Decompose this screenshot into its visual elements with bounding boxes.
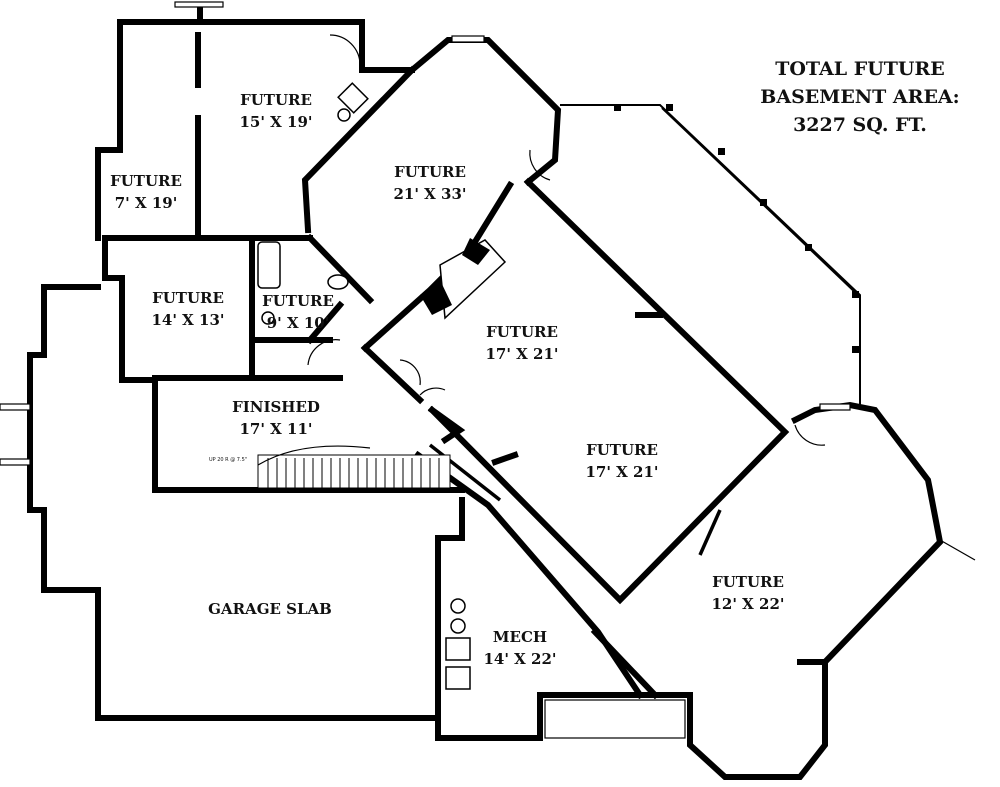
- total-area-line2: BASEMENT AREA:: [760, 86, 959, 108]
- room-future-17x21-upper: FUTURE 17' X 21': [485, 323, 558, 363]
- room-future-12x22: FUTURE 12' X 22': [711, 573, 784, 613]
- room-size: 7' X 19': [115, 194, 178, 212]
- room-size: 17' X 21': [585, 463, 658, 481]
- total-area-line1: TOTAL FUTURE: [775, 58, 945, 80]
- room-size: 17' X 21': [485, 345, 558, 363]
- room-name: FUTURE: [152, 289, 224, 307]
- room-size: 14' X 13': [151, 311, 224, 329]
- total-area-line3: 3227 SQ. FT.: [793, 114, 927, 136]
- room-future-15x19: FUTURE 15' X 19': [239, 91, 312, 131]
- room-size: 15' X 19': [239, 113, 312, 131]
- stair-note: UP 20 R @ 7.5": [209, 457, 247, 463]
- fireplace: [420, 238, 507, 320]
- room-future-7x19: FUTURE 7' X 19': [110, 172, 182, 212]
- mech-equipment: [445, 598, 471, 690]
- room-future-21x33: FUTURE 21' X 33': [393, 163, 466, 203]
- room-name: FUTURE: [586, 441, 658, 459]
- windows: [0, 1, 851, 739]
- bath-fixtures: [257, 82, 369, 325]
- doors: [307, 34, 976, 561]
- room-name: MECH: [493, 628, 547, 646]
- interior-walls: [102, 32, 722, 556]
- room-future-14x13: FUTURE 14' X 13': [151, 289, 224, 329]
- room-mech-14x22: MECH 14' X 22': [483, 628, 556, 668]
- room-name: FUTURE: [110, 172, 182, 190]
- room-name: FUTURE: [486, 323, 558, 341]
- room-name: FUTURE: [240, 91, 312, 109]
- deck-posts: [614, 104, 859, 353]
- room-size: 9' X 10': [267, 314, 330, 332]
- room-name: FUTURE: [262, 292, 334, 310]
- room-finished-17x11: FINISHED 17' X 11': [232, 398, 320, 438]
- room-garage-slab: GARAGE SLAB: [208, 600, 332, 618]
- room-labels: FUTURE 15' X 19' FUTURE 7' X 19' FUTURE …: [110, 91, 784, 668]
- room-size: 17' X 11': [239, 420, 312, 438]
- room-name: FINISHED: [232, 398, 320, 416]
- room-name: FUTURE: [394, 163, 466, 181]
- room-size: 14' X 22': [483, 650, 556, 668]
- room-future-9x10: FUTURE 9' X 10': [262, 292, 334, 332]
- room-size: 12' X 22': [711, 595, 784, 613]
- total-area-note: TOTAL FUTURE BASEMENT AREA: 3227 SQ. FT.: [760, 58, 959, 136]
- room-future-17x21-lower: FUTURE 17' X 21': [585, 441, 658, 481]
- room-name: FUTURE: [712, 573, 784, 591]
- room-size: 21' X 33': [393, 185, 466, 203]
- room-name: GARAGE SLAB: [208, 600, 332, 618]
- stairs: UP 20 R @ 7.5": [209, 445, 451, 489]
